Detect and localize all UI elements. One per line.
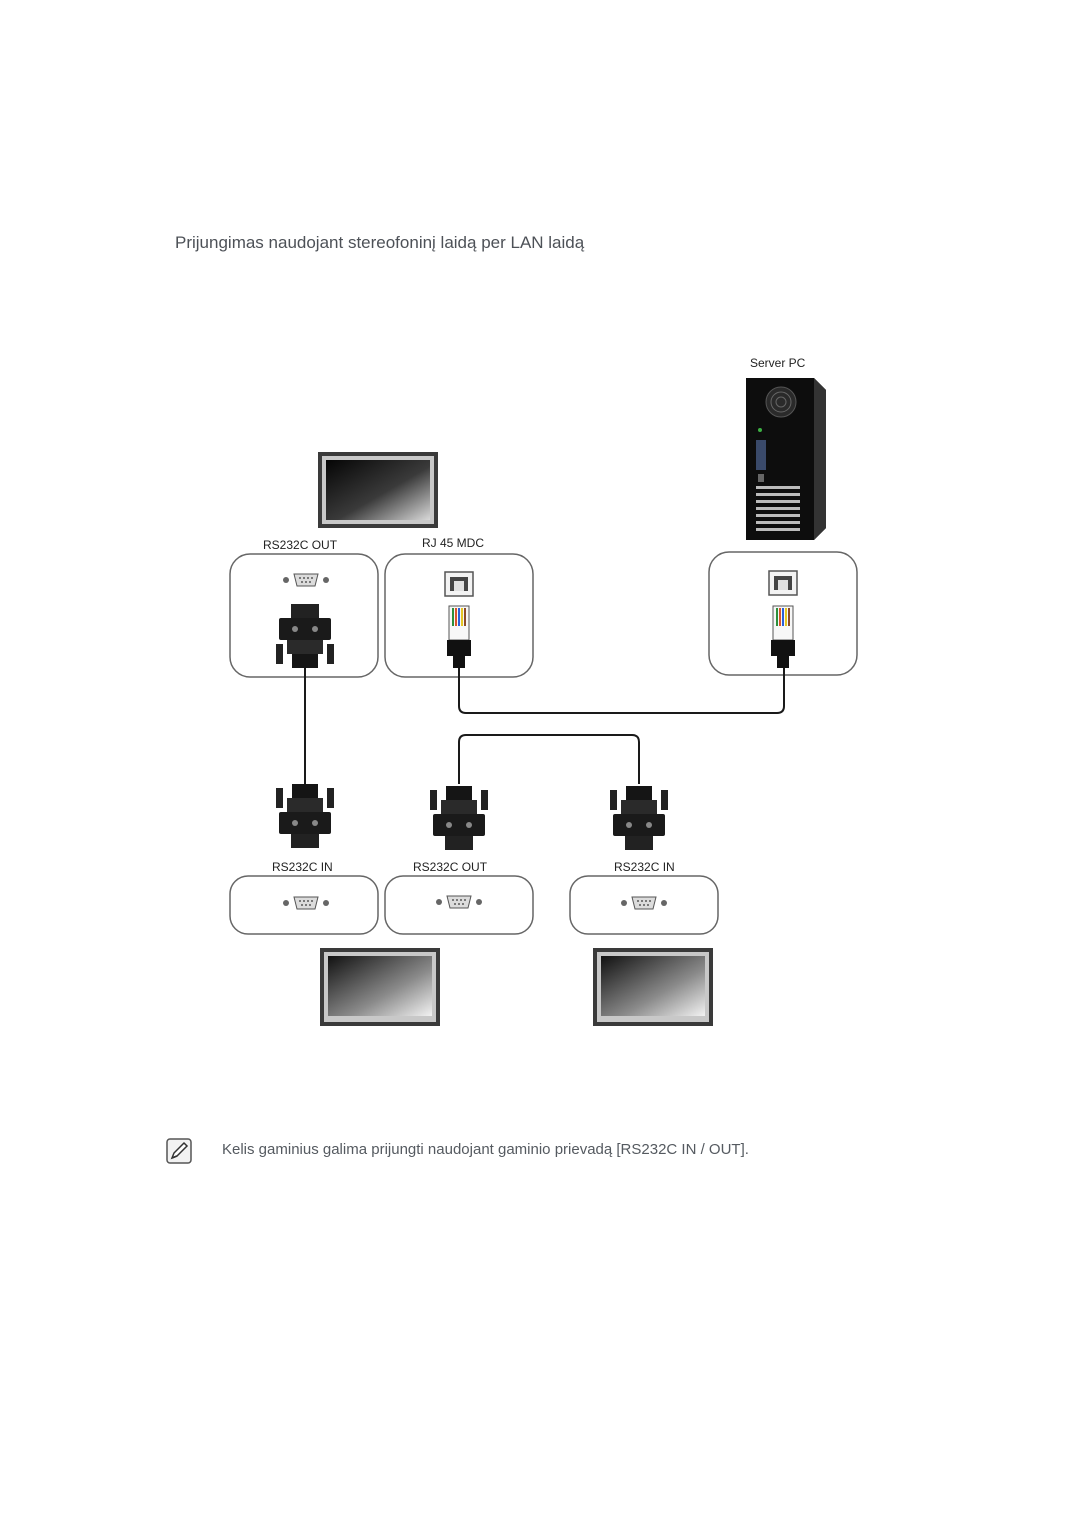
top-monitor-icon bbox=[318, 452, 438, 528]
serial-plug-icon bbox=[430, 786, 488, 850]
rs232c-out-bottom-label: RS232C OUT bbox=[413, 860, 488, 874]
cables bbox=[304, 668, 785, 784]
rs232c-in-right-label: RS232C IN bbox=[614, 860, 675, 874]
rj45-mdc-label: RJ 45 MDC bbox=[422, 536, 484, 550]
lan-port-icon bbox=[768, 570, 798, 596]
note-text: Kelis gaminius galima prijungti naudojan… bbox=[222, 1141, 749, 1158]
rs232c-out-top-label: RS232C OUT bbox=[263, 538, 338, 552]
page-title: Prijungimas naudojant stereofoninį laidą… bbox=[175, 233, 585, 252]
rs232c-in-left-label: RS232C IN bbox=[272, 860, 333, 874]
lan-port-icon bbox=[444, 571, 474, 597]
serial-plug-icon bbox=[276, 784, 334, 848]
serial-plug-icon bbox=[610, 786, 668, 850]
bottom-left-monitor-icon bbox=[320, 948, 440, 1026]
bottom-right-monitor-icon bbox=[593, 948, 713, 1026]
server-pc-label: Server PC bbox=[750, 356, 806, 370]
note-pencil-icon bbox=[166, 1138, 192, 1164]
server-pc-icon bbox=[746, 378, 826, 540]
